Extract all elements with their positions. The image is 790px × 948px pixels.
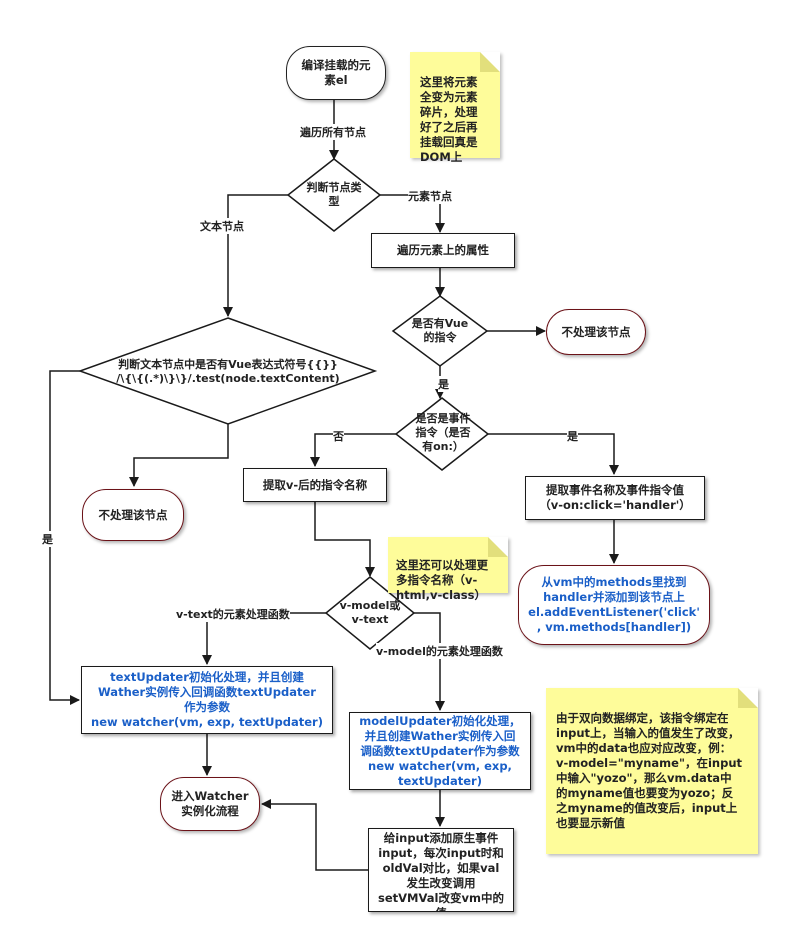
no-process-node-1: 不处理该节点 [546, 309, 646, 355]
note-fragment-text: 这里将元素 全变为元素 碎片，处理 好了之后再 挂载回真是 DOM上 [420, 75, 478, 164]
label-vmodel-handler: v-model的元素处理函数 [376, 643, 503, 659]
label-yes-2: 是 [567, 428, 578, 444]
label-yes-left: 是 [42, 531, 53, 547]
is-event-text: 是否是事件 指令（是否 有on:） [415, 412, 471, 453]
get-event-node: 提取事件名称及事件指令值 （v-on:click='handler'） [525, 476, 705, 520]
judge-type-text: 判断节点类 型 [306, 181, 362, 208]
note-corner [738, 688, 758, 708]
label-yes-1: 是 [438, 376, 449, 392]
model-or-text-text: v-model或 v-text [339, 599, 401, 626]
is-event-diamond [394, 397, 490, 471]
text-updater-node: textUpdater初始化处理，并且创建 Wather实例传入回调函数text… [81, 666, 333, 734]
add-listener-node: 从vm中的methods里找到 handler并添加到该节点上 el.addEv… [518, 565, 710, 645]
judge-text-diamond [77, 317, 378, 425]
model-or-text-diamond [324, 576, 416, 650]
label-element-node: 元素节点 [408, 188, 452, 204]
label-traverse-all: 遍历所有节点 [300, 124, 366, 140]
start-node: 编译挂载的元 素el [286, 46, 386, 100]
has-vue-diamond [391, 295, 489, 367]
input-event-node: 给input添加原生事件 input，每次input时和 oldVal对比，如果… [368, 828, 514, 912]
note-fragment: 这里将元素 全变为元素 碎片，处理 好了之后再 挂载回真是 DOM上 [410, 52, 500, 164]
judge-text-text: 判断文本节点中是否有Vue表达式符号{{}} /\{\{(.*)\}\}/.te… [116, 358, 340, 385]
label-text-node: 文本节点 [200, 218, 244, 234]
no-process-node-2: 不处理该节点 [82, 489, 184, 541]
note-more-directives: 这里还可以处理更 多指令名称（v- html,v-class） [388, 537, 508, 602]
has-vue-text: 是否有Vue 的指令 [411, 317, 469, 344]
model-updater-node: modelUpdater初始化处理， 并且创建Wather实例传入回 调函数te… [349, 712, 531, 790]
note-more-directives-text: 这里还可以处理更 多指令名称（v- html,v-class） [396, 558, 488, 602]
note-two-way-binding: 由于双向数据绑定，该指令绑定在 input上，当输入的值发生了改变， vm中的d… [546, 688, 758, 854]
judge-type-diamond [286, 158, 382, 232]
label-no-1: 否 [333, 428, 344, 444]
get-directive-name-node: 提取v-后的指令名称 [243, 468, 387, 502]
note-corner [480, 52, 500, 72]
traverse-attrs-node: 遍历元素上的属性 [371, 233, 515, 268]
note-corner [488, 537, 508, 557]
note-two-way-binding-text: 由于双向数据绑定，该指令绑定在 input上，当输入的值发生了改变， vm中的d… [556, 711, 742, 830]
label-vtext-handler: v-text的元素处理函数 [176, 606, 290, 622]
enter-watcher-node: 进入Watcher 实例化流程 [160, 777, 260, 831]
